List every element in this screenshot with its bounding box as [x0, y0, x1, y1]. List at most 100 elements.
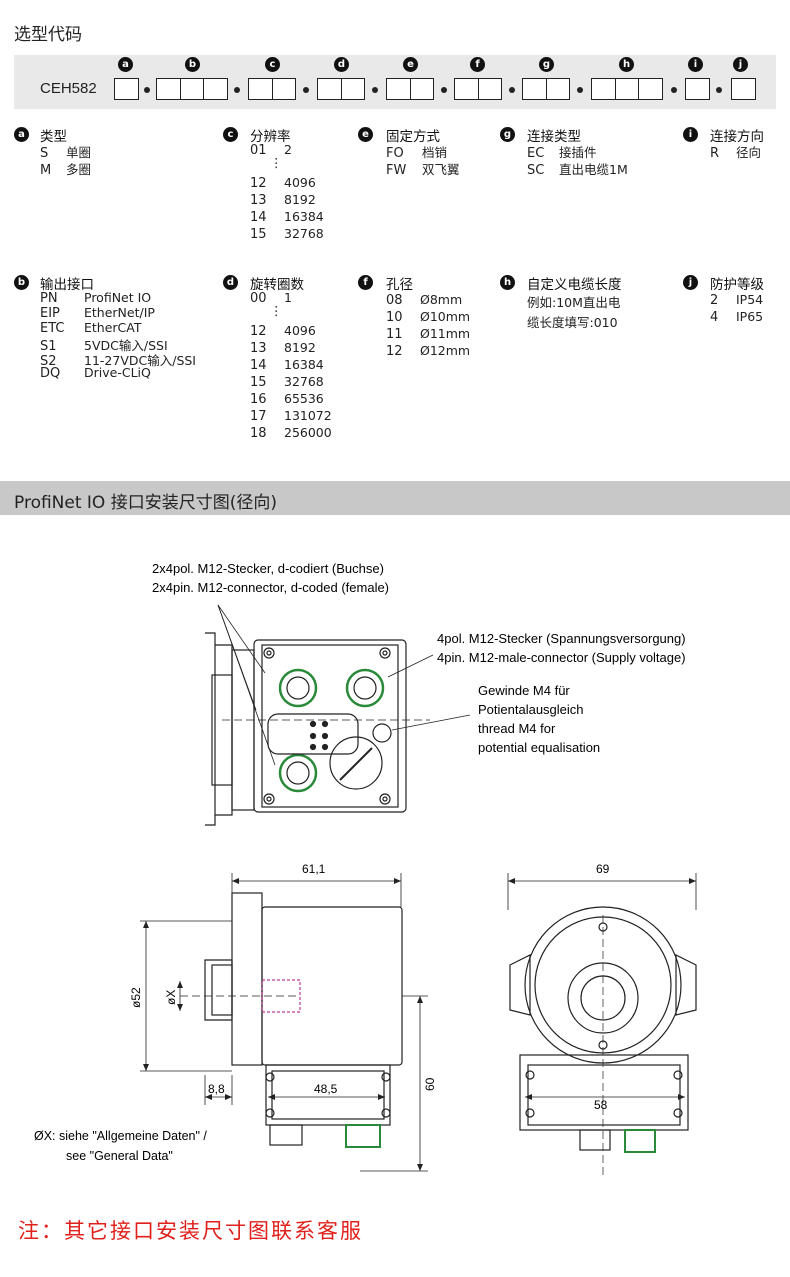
code-box-j	[731, 78, 756, 100]
callout-thread-2: Potientalausgleich	[478, 702, 584, 717]
code-box-b	[156, 78, 228, 100]
code-badge-a: a	[118, 57, 133, 72]
dim-dia-52: ø52	[129, 987, 143, 1008]
section-title-cable-length: 自定义电缆长度	[527, 277, 622, 293]
dimension-drawing: 2x4pol. M12-Stecker, d-codiert (Buchse) …	[34, 561, 697, 1175]
callout-thread-1: Gewinde M4 für	[478, 683, 570, 698]
section-title-bore: 孔径	[386, 277, 413, 293]
section-banner: ProfiNet IO 接口安装尺寸图(径向)	[0, 481, 790, 515]
code-prefix: CEH582	[40, 80, 97, 97]
dim-58: 58	[594, 1098, 608, 1112]
page-title: 选型代码	[14, 25, 82, 45]
section-badge-h: h	[500, 275, 515, 290]
code-separator-dot	[372, 87, 378, 93]
code-separator-dot	[577, 87, 583, 93]
callout-m12-male-en: 4pin. M12-male-connector (Supply voltage…	[437, 650, 686, 665]
callout-m12-female-en: 2x4pin. M12-connector, d-coded (female)	[152, 580, 389, 595]
section-badge-b: b	[14, 275, 29, 290]
callout-thread-4: potential equalisation	[478, 740, 600, 755]
note-dia-x-2: see "General Data"	[66, 1149, 173, 1163]
dim-61-1: 61,1	[302, 862, 326, 876]
section-title-connection: 连接类型	[527, 129, 581, 145]
code-separator-dot	[303, 87, 309, 93]
code-separator-dot	[234, 87, 240, 93]
section-title-direction: 连接方向	[710, 129, 764, 145]
code-badge-e: e	[403, 57, 418, 72]
section-badge-i: i	[683, 127, 698, 142]
code-separator-dot	[671, 87, 677, 93]
section-badge-c: c	[223, 127, 238, 142]
code-box-e	[386, 78, 434, 100]
section-title-resolution: 分辨率	[250, 129, 291, 145]
section-badge-a: a	[14, 127, 29, 142]
code-box-d	[317, 78, 365, 100]
section-title-protection: 防护等级	[710, 277, 764, 293]
section-title-mounting: 固定方式	[386, 129, 440, 145]
section-title-output: 输出接口	[40, 277, 94, 293]
code-badge-i: i	[688, 57, 703, 72]
code-separator-dot	[716, 87, 722, 93]
code-separator-dot	[441, 87, 447, 93]
code-badge-b: b	[185, 57, 200, 72]
section-title-turns: 旋转圈数	[250, 277, 304, 293]
section-badge-f: f	[358, 275, 373, 290]
code-badge-c: c	[265, 57, 280, 72]
section-badge-j: j	[683, 275, 698, 290]
code-badge-j: j	[733, 57, 748, 72]
code-badge-f: f	[470, 57, 485, 72]
dim-48-5: 48,5	[314, 1082, 338, 1096]
section-badge-e: e	[358, 127, 373, 142]
callout-m12-male-de: 4pol. M12-Stecker (Spannungsversorgung)	[437, 631, 686, 646]
banner-title: ProfiNet IO 接口安装尺寸图(径向)	[14, 493, 277, 513]
code-box-i	[685, 78, 710, 100]
code-separator-dot	[509, 87, 515, 93]
note-dia-x-1: ØX: siehe "Allgemeine Daten" /	[34, 1129, 207, 1143]
code-badge-g: g	[539, 57, 554, 72]
footer-note: 注：其它接口安装尺寸图联系客服	[18, 1219, 363, 1243]
list-item: 例如:10M直出电	[527, 295, 621, 310]
dim-60: 60	[423, 1077, 437, 1091]
code-badge-h: h	[619, 57, 634, 72]
code-separator-dot	[144, 87, 150, 93]
dim-69: 69	[596, 862, 610, 876]
callout-m12-female-de: 2x4pol. M12-Stecker, d-codiert (Buchse)	[152, 561, 384, 576]
dim-dia-x: øX	[164, 990, 178, 1005]
dim-8-8: 8,8	[208, 1082, 225, 1096]
section-badge-d: d	[223, 275, 238, 290]
code-box-f	[454, 78, 502, 100]
list-item: ⋮	[270, 303, 283, 318]
code-box-h	[591, 78, 663, 100]
callout-thread-3: thread M4 for	[478, 721, 556, 736]
code-badge-d: d	[334, 57, 349, 72]
list-item: ⋮	[270, 155, 283, 170]
